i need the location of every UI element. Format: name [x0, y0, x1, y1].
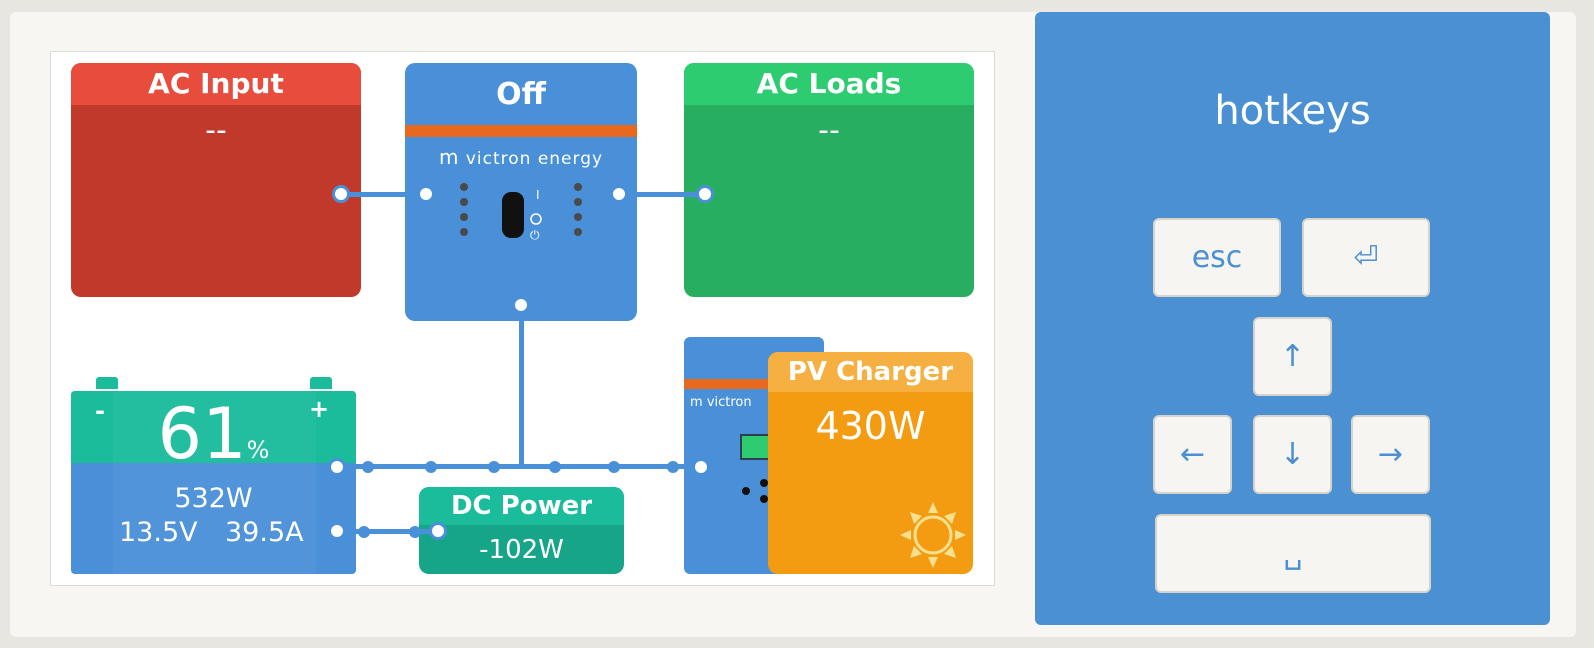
inverter-panel-icon: I ⏻	[460, 183, 582, 242]
inverter-stripe	[405, 125, 637, 137]
ac-input-value: --	[205, 113, 227, 148]
pv-charger-value: 430W	[815, 404, 926, 448]
inverter-brand-label: victron energy	[465, 149, 604, 169]
dc-power-value: -102W	[479, 535, 564, 565]
ac-loads-value: --	[818, 113, 840, 148]
ac-loads-connector	[619, 192, 705, 197]
inverter-brand: ⅿ victron energy	[405, 145, 637, 169]
victron-logo-icon: ⅿ	[690, 395, 703, 410]
inverter-state: Off	[496, 77, 546, 112]
battery-tile[interactable]: - + 61% 532W 13.5V 39.5A	[71, 391, 356, 574]
right-arrow-key[interactable]: →	[1351, 415, 1430, 494]
battery-current: 39.5A	[225, 517, 304, 548]
battery-soc-unit: %	[246, 436, 270, 464]
ac-input-tile[interactable]: AC Input --	[71, 63, 361, 297]
pv-charger-tile[interactable]: PV Charger 430W	[768, 352, 973, 574]
ac-loads-tile[interactable]: AC Loads --	[684, 63, 974, 297]
battery-voltage: 13.5V	[119, 517, 198, 548]
esc-key[interactable]: esc	[1153, 218, 1281, 297]
inverter-on-label: I	[536, 188, 540, 202]
dc-power-title: DC Power	[419, 487, 624, 525]
ac-loads-title: AC Loads	[684, 63, 974, 105]
battery-terminal-plus	[310, 377, 332, 389]
hotkeys-title: hotkeys	[1214, 88, 1371, 134]
sun-icon	[900, 502, 966, 568]
battery-soc-value: 61	[157, 393, 247, 475]
svg-text:⏻: ⏻	[530, 228, 540, 242]
enter-key[interactable]: ⏎	[1302, 218, 1430, 297]
pv-charger-brand: ⅿ victron	[690, 395, 824, 410]
pv-charger-brand-label: victron	[706, 395, 752, 410]
ac-input-title: AC Input	[71, 63, 361, 105]
battery-minus-label: -	[95, 397, 105, 425]
up-arrow-key[interactable]: ↑	[1253, 317, 1332, 396]
battery-plus-label: +	[309, 395, 330, 423]
left-arrow-key[interactable]: ←	[1153, 415, 1232, 494]
inverter-tile[interactable]: Off ⅿ victron energy I ⏻	[405, 63, 637, 321]
hotkeys-panel: hotkeys esc ⏎ ↑ ← ↓ → ␣	[1035, 12, 1550, 625]
down-arrow-key[interactable]: ↓	[1253, 415, 1332, 494]
dc-power-tile[interactable]: DC Power -102W	[419, 487, 624, 574]
dc-bus-connector	[337, 464, 701, 469]
space-key[interactable]: ␣	[1155, 514, 1431, 593]
battery-terminal-minus	[96, 377, 118, 389]
battery-soc-fill	[71, 391, 356, 463]
battery-power: 532W	[174, 483, 253, 514]
pv-charger-title: PV Charger	[768, 352, 973, 392]
victron-logo-icon: ⅿ	[438, 145, 460, 169]
inverter-dc-connector	[519, 305, 524, 467]
dc-power-connector	[337, 529, 437, 534]
ac-input-connector	[341, 192, 426, 197]
